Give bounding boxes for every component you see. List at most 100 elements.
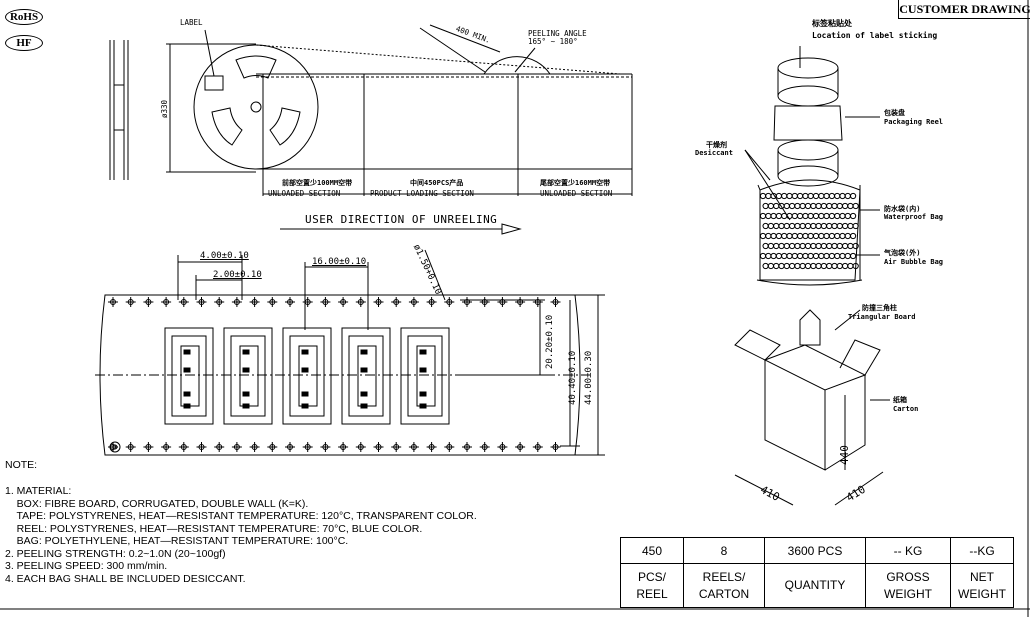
sprocket-hole [214, 442, 225, 452]
sprocket-hole [391, 297, 402, 307]
reel-diameter: ø330 [160, 99, 169, 118]
note-line: BOX: FIBRE BOARD, CORRUGATED, DOUBLE WAL… [5, 497, 309, 510]
header-line: CARTON [698, 586, 750, 601]
sprocket-hole [391, 442, 402, 452]
bubble [799, 202, 806, 210]
dim-pocket-center: 20.20±0.10 [545, 314, 555, 369]
header-line: NET [970, 569, 994, 584]
bubble [807, 192, 814, 200]
bubble [810, 202, 817, 210]
tape-top-view [95, 249, 605, 456]
bubble [791, 212, 798, 220]
bubble [794, 222, 801, 230]
bubble [842, 242, 849, 250]
note-line: 3. PEELING SPEED: 300 mm/min. [5, 560, 168, 572]
bubble [804, 202, 812, 210]
customer-drawing-title: CUSTOMER DRAWING [898, 0, 1030, 19]
bubble [850, 232, 857, 240]
section-1-en: UNLOADED SECTION [268, 189, 341, 198]
bubble [818, 212, 825, 220]
bubble [807, 252, 814, 260]
bubble [818, 192, 825, 200]
bubble [765, 192, 772, 200]
carton-cn: 纸箱 [893, 396, 907, 404]
sprocket-hole [479, 442, 490, 452]
bubble [775, 232, 783, 240]
sprocket-hole [196, 442, 207, 452]
sprocket-hole [161, 442, 172, 452]
bubble [773, 222, 780, 230]
sprocket-hole [178, 442, 189, 452]
bubble [839, 252, 846, 260]
bubble [839, 232, 846, 240]
bubble [804, 262, 812, 270]
bubble [783, 222, 790, 230]
bubble [839, 192, 846, 200]
reel-front-view [166, 29, 621, 173]
header-quantity: QUANTITY [764, 563, 866, 608]
note-line: TAPE: POLYSTYRENES, HEAT—RESISTANT TEMPE… [5, 510, 477, 522]
bubble [812, 212, 820, 220]
bubble [794, 262, 801, 270]
packing-illustration [744, 46, 880, 286]
header-line: WEIGHT [884, 586, 932, 601]
sprocket-hole [515, 442, 526, 452]
section-2-cn: 中间450PCS产品 [410, 179, 464, 187]
header-line: GROSS [886, 569, 930, 584]
desiccant-cn: 干燥剂 [706, 141, 727, 149]
bubble [786, 252, 793, 260]
label-callout: LABEL [180, 18, 203, 27]
bubble [762, 262, 769, 270]
bubble [826, 242, 833, 250]
bubble [815, 202, 822, 210]
bubble [778, 242, 785, 250]
bubble [783, 202, 790, 210]
bubble [762, 202, 769, 210]
bubble [850, 252, 857, 260]
sprocket-hole [196, 297, 207, 307]
bubble [844, 232, 851, 240]
sprocket-hole [143, 297, 154, 307]
bubble [850, 212, 857, 220]
bubble [807, 232, 814, 240]
bubble [847, 202, 854, 210]
cell-gross-weight: -- KG [865, 537, 951, 564]
sprocket-hole [143, 442, 154, 452]
board-en: Triangular Board [848, 313, 916, 321]
bubble [762, 222, 769, 230]
sprocket-hole [515, 297, 526, 307]
sprocket-hole [338, 442, 349, 452]
bubble [844, 192, 851, 200]
carton-en: Carton [893, 405, 919, 413]
bubble [770, 252, 777, 260]
bubble [791, 192, 798, 200]
dim-tape-width: 44.00±0.30 [584, 350, 594, 405]
bubble [804, 242, 812, 250]
cell-pcs-reel: 450 [620, 537, 684, 564]
dim-pocket-pitch: 16.00±0.10 [312, 257, 367, 267]
sprocket-hole [497, 297, 508, 307]
bubble [815, 222, 822, 230]
bubble [815, 262, 822, 270]
peeling-angle-label: PEELING ANGLE 165° ~ 180° [528, 29, 587, 46]
bubble [783, 262, 790, 270]
bubble [836, 242, 843, 250]
bubble [823, 232, 830, 240]
component-pocket [282, 327, 332, 425]
sprocket-hole [338, 297, 349, 307]
header-pcs-reel: PCS/REEL [620, 563, 684, 608]
bubble [789, 202, 796, 210]
sprocket-hole [408, 297, 419, 307]
header-line: REELS/ [702, 569, 746, 584]
bubble [836, 202, 843, 210]
section-3-cn: 尾部空置少160MM空带 [540, 179, 611, 187]
bubble [781, 252, 788, 260]
header-reels-carton: REELS/CARTON [683, 563, 765, 608]
bubble [850, 192, 857, 200]
reel-side-view [109, 40, 129, 180]
cell-net-weight: --KG [950, 537, 1014, 564]
reel-en: Packaging Reel [884, 118, 944, 126]
bubble [797, 192, 804, 200]
bubble [767, 262, 775, 270]
